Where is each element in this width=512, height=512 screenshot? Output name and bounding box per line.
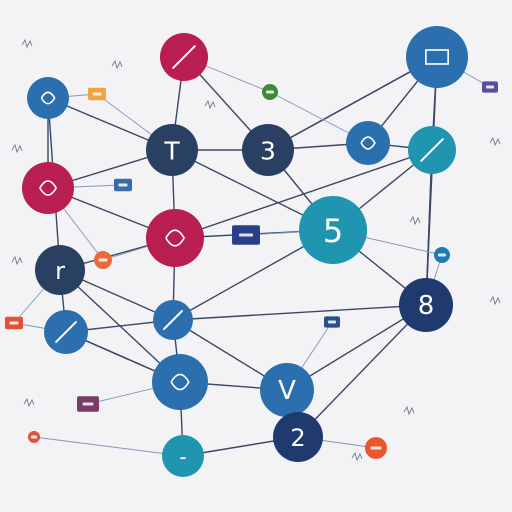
edge-line	[286, 304, 427, 391]
scribble-mark	[11, 143, 23, 154]
node-label: 3	[260, 137, 276, 166]
node-n12: 8	[399, 278, 453, 332]
node-label: V	[278, 376, 296, 406]
node-circle	[162, 435, 204, 477]
node-n15	[152, 354, 208, 410]
scribble-mark	[204, 99, 216, 110]
node-circle	[22, 162, 74, 214]
scribble-mark	[351, 451, 363, 462]
slash-icon	[163, 310, 183, 330]
scribble-mark	[489, 295, 501, 306]
scribble-mark	[409, 215, 421, 226]
laptop-icon	[114, 178, 132, 192]
figure-icon	[360, 136, 376, 150]
badge-layer	[5, 81, 498, 459]
scribble-mark	[23, 397, 35, 408]
node-circle	[273, 412, 323, 462]
node-circle	[152, 354, 208, 410]
node-circle	[146, 209, 204, 267]
node-circle	[299, 196, 367, 264]
node-circle	[27, 77, 69, 119]
node-circle	[242, 124, 294, 176]
node-circle	[260, 363, 314, 417]
edge-line	[267, 56, 438, 151]
swirl-icon	[40, 91, 56, 105]
scribble-mark	[11, 255, 23, 266]
flag-icon	[5, 316, 23, 330]
node-label: 2	[290, 424, 305, 452]
node-label: -	[179, 445, 186, 469]
slash-icon	[420, 138, 444, 162]
node-n18: 2	[273, 412, 323, 462]
node-n2	[160, 33, 208, 81]
wave-icon	[434, 247, 450, 263]
s-icon	[165, 229, 186, 247]
pin-icon	[28, 431, 40, 443]
node-n7	[408, 126, 456, 174]
scribble-mark	[111, 59, 123, 70]
scribble-layer	[11, 38, 501, 462]
node-circle	[406, 26, 468, 88]
node-label: 8	[418, 291, 435, 321]
node-n6	[346, 121, 390, 165]
node-circle	[399, 278, 453, 332]
cat-icon	[170, 373, 190, 391]
folder-icon	[88, 87, 106, 101]
node-label: 5	[323, 212, 343, 250]
node-n17: -	[162, 435, 204, 477]
scribble-mark	[489, 136, 501, 147]
node-n14	[153, 300, 193, 340]
edge-line	[297, 304, 427, 438]
chat-icon	[324, 316, 340, 328]
app-icon	[482, 81, 498, 93]
slash-icon	[55, 321, 77, 343]
pie-icon	[94, 251, 112, 269]
node-n4: T	[146, 124, 198, 176]
shield-icon	[262, 84, 278, 100]
node-label: T	[163, 137, 180, 166]
bird-icon	[365, 437, 387, 459]
node-n13	[44, 310, 88, 354]
keyboard-icon	[232, 225, 260, 245]
node-circle	[346, 121, 390, 165]
thin-edge-line	[33, 436, 184, 457]
scribble-mark	[21, 38, 33, 49]
node-n1	[27, 77, 69, 119]
node-layer: T 3 5 r 8V - 2	[22, 26, 468, 477]
node-circle	[146, 124, 198, 176]
scribble-mark	[403, 405, 415, 416]
thin-edge-layer	[13, 56, 491, 457]
node-n3	[22, 162, 74, 214]
note-icon	[39, 180, 58, 196]
pen-icon	[172, 45, 196, 69]
node-n5: 3	[242, 124, 294, 176]
node-n9: 5	[299, 196, 367, 264]
node-circle	[35, 245, 85, 295]
box-icon	[425, 49, 449, 65]
node-n16: V	[260, 363, 314, 417]
node-label: r	[55, 257, 65, 285]
node-n8	[406, 26, 468, 88]
node-n11: r	[35, 245, 85, 295]
edge-line	[172, 304, 427, 321]
chat-icon	[77, 396, 99, 412]
edge-line	[174, 149, 433, 239]
node-n10	[146, 209, 204, 267]
